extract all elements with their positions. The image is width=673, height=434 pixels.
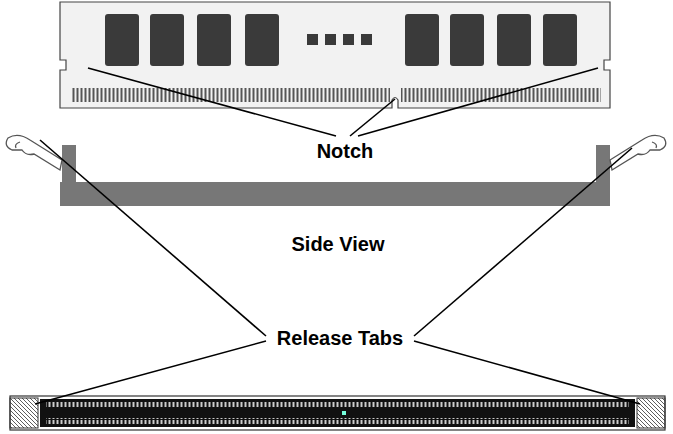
memory-chip [543, 14, 577, 66]
release-tabs-label: Release Tabs [277, 327, 403, 350]
memory-chip [197, 14, 231, 66]
socket-top-view [10, 396, 665, 430]
small-chip [361, 34, 372, 45]
small-chip [343, 34, 354, 45]
notch-label: Notch [317, 140, 374, 163]
view-label: Side View [291, 233, 384, 256]
memory-chip [450, 14, 484, 66]
socket-side-view [6, 135, 666, 206]
memory-chip [405, 14, 439, 66]
small-chip [307, 34, 318, 45]
release-tab-right [610, 135, 666, 170]
memory-module [60, 2, 610, 108]
memory-chip [105, 14, 139, 66]
memory-chip [245, 14, 279, 66]
small-chip [325, 34, 336, 45]
memory-chip [150, 14, 184, 66]
memory-chip [497, 14, 531, 66]
leader-lines [35, 68, 640, 404]
